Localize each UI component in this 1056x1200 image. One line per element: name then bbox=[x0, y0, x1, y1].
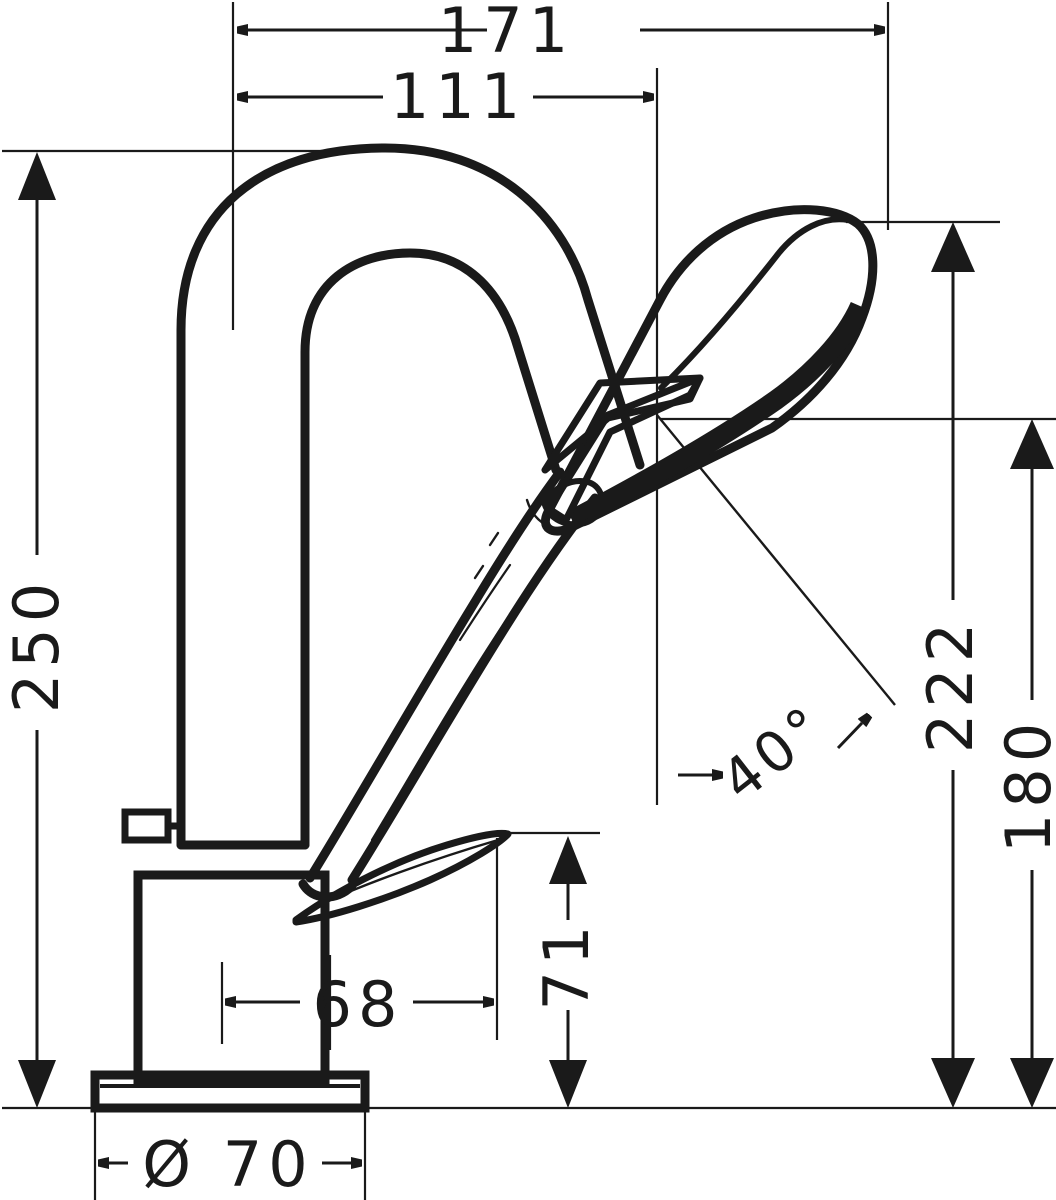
dimension-label-angle-40: 40° bbox=[710, 693, 840, 815]
dimension-lines bbox=[35, 30, 1034, 1163]
dimension-label-171: 171 bbox=[438, 0, 574, 67]
dimension-label-180: 180 bbox=[992, 717, 1056, 853]
dimension-arrowheads bbox=[18, 152, 1054, 1108]
dimension-label-68: 68 bbox=[313, 968, 404, 1041]
dimension-label-diameter-70: Ø 70 bbox=[142, 1128, 313, 1200]
faucet-outline bbox=[176, 143, 878, 926]
dimension-label-250: 250 bbox=[0, 577, 73, 713]
dimension-label-222: 222 bbox=[914, 617, 987, 753]
faucet-body bbox=[121, 808, 330, 1085]
dimension-label-111: 111 bbox=[390, 60, 526, 133]
base-plate bbox=[90, 1070, 370, 1113]
dimension-label-71: 71 bbox=[530, 920, 603, 1011]
